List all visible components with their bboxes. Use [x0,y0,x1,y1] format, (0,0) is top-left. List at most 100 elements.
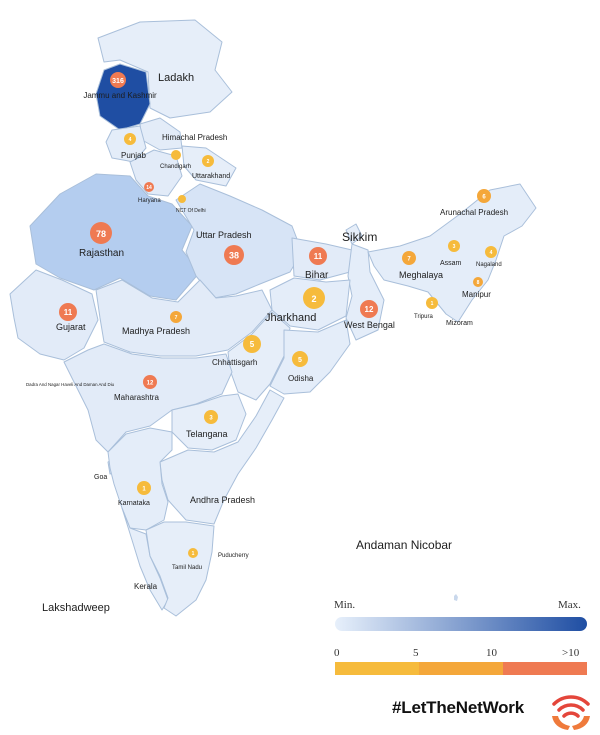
bubble-value: 1 [142,486,146,492]
bubble-odisha[interactable]: 5 [292,351,308,367]
brand-hashtag: #LetTheNetWork [392,698,524,718]
bubble-westbengal[interactable]: 12 [360,300,378,318]
bubble-chandigarh[interactable] [171,150,181,160]
state-uttar-pradesh[interactable] [175,183,303,299]
bubble-circle [90,222,112,244]
label-odisha: Odisha [288,374,314,383]
label-ladakh: Ladakh [158,72,194,84]
bubble-bihar[interactable]: 11 [309,247,327,265]
bubble-gujarat[interactable]: 11 [59,303,77,321]
bubble-value: 1 [192,551,195,557]
labels-layer: Ladakh Jammu and Kashmir Himachal Prades… [26,72,508,614]
state-maharashtra[interactable] [63,343,233,453]
bubble-value: 3 [209,415,213,421]
label-haryana: Haryana [138,198,161,204]
bubble-meghalaya[interactable]: 7 [402,251,416,265]
bubble-manipur[interactable]: 8 [473,277,483,287]
bubble-jk[interactable]: 316 [110,72,126,88]
bubble-value: 7 [407,256,411,262]
bubble-punjab[interactable]: 4 [124,133,136,145]
label-bihar: Bihar [305,270,329,281]
bubble-circle [178,195,186,203]
bubble-circle [448,240,460,252]
state-gujarat[interactable] [9,269,99,361]
brand-text-b: Work [482,698,525,717]
bubble-value: 12 [147,380,154,386]
bubble-haryana[interactable]: 14 [144,182,154,192]
bubble-value: 316 [112,78,124,85]
bubble-rajasthan[interactable]: 78 [90,222,112,244]
bubble-mp[interactable]: 7 [170,311,182,323]
label-jammu-kashmir: Jammu and Kashmir [83,91,157,100]
label-uttarakhand: Uttarakhand [192,173,230,180]
label-tripura: Tripura [414,314,433,320]
bubble-circle [188,548,198,558]
bubble-chhattisgarh[interactable]: 5 [243,335,261,353]
label-dadra-daman-diu: Dadra And Nagar Haveli And Daman And Diu [26,382,115,387]
bubble-assam[interactable]: 3 [448,240,460,252]
label-himachal-pradesh: Himachal Pradesh [162,133,227,142]
state-madhya-pradesh[interactable] [95,279,273,357]
bubble-value: 2 [311,294,316,304]
legend-tick-10: 10 [486,647,498,659]
bubble-value: 1 [431,301,434,307]
bubble-value: 78 [96,229,106,239]
bubble-uttarakhand[interactable]: 2 [202,155,214,167]
bubble-value: 5 [298,357,302,364]
bubble-value: 8 [477,280,480,286]
state-ladakh[interactable] [97,19,233,119]
bubble-circle [473,277,483,287]
state-karnataka[interactable] [107,427,173,531]
state-odisha[interactable] [269,319,351,395]
wifi-hands-icon [552,695,590,730]
label-uttar-pradesh: Uttar Pradesh [196,230,252,240]
bubble-karnataka[interactable]: 1 [137,481,151,495]
bubble-maharashtra[interactable]: 12 [143,375,157,389]
label-kerala: Kerala [134,582,158,591]
bubble-circle [292,351,308,367]
bubble-circle [110,72,126,88]
label-maharashtra: Maharashtra [114,393,159,402]
legend-tick-5: 5 [413,647,419,659]
brand-text-a: #LetTheNet [392,698,483,717]
label-lakshadweep: Lakshadweep [42,602,110,614]
legend-gradient-bar [335,617,587,631]
label-assam: Assam [440,260,462,267]
bubble-circle [171,150,181,160]
state-chhattisgarh[interactable] [227,311,291,401]
bubble-delhi[interactable] [178,195,186,203]
state-northeast[interactable] [367,183,537,323]
legend-bucket-mid [419,662,503,675]
label-puducherry: Puducherry [218,553,249,559]
label-rajasthan: Rajasthan [79,248,124,259]
label-madhya-pradesh: Madhya Pradesh [122,326,190,336]
bubble-circle [426,297,438,309]
bubble-value: 14 [146,185,152,191]
state-tamil-nadu[interactable] [145,521,215,617]
bubble-jharkhand[interactable]: 2 [303,287,325,309]
bubble-nagaland[interactable]: 4 [485,246,497,258]
bubble-circle [477,189,491,203]
bubble-circle [485,246,497,258]
bubble-value: 11 [314,252,323,261]
bubble-value: 11 [64,308,73,317]
bubble-circle [204,410,218,424]
state-sikkim[interactable] [345,223,363,245]
label-chhattisgarh: Chhattisgarh [212,358,257,367]
bubble-arunachal[interactable]: 6 [477,189,491,203]
bubble-tripura[interactable]: 1 [426,297,438,309]
bubble-telangana[interactable]: 3 [204,410,218,424]
bubble-tamilnadu[interactable]: 1 [188,548,198,558]
bubble-value: 2 [207,159,210,165]
state-haryana[interactable] [129,149,183,197]
state-andhra-pradesh[interactable] [159,389,285,525]
bubble-circle [303,287,325,309]
bubble-value: 7 [175,315,178,321]
label-west-bengal: West Bengal [344,320,395,330]
bubble-up[interactable]: 38 [224,245,244,265]
bubble-circle [144,182,154,192]
bubble-value: 12 [365,305,374,314]
legend-max-label: Max. [558,599,581,611]
label-meghalaya: Meghalaya [399,270,443,280]
